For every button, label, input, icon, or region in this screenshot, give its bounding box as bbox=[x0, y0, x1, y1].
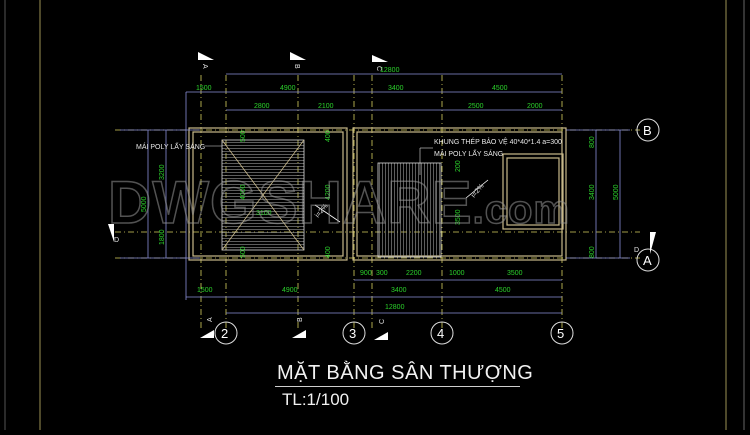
section-mark-A-top: A bbox=[201, 64, 208, 69]
dim-text: 2100 bbox=[318, 103, 334, 110]
dim-text: 300 bbox=[376, 270, 388, 277]
dim-text: 5000 bbox=[613, 184, 620, 200]
grid-bubble-A: A bbox=[636, 248, 660, 272]
dim-text: 4200 bbox=[325, 184, 332, 200]
grid-bubble-5: 5 bbox=[550, 321, 574, 345]
dim-text: 3500 bbox=[455, 209, 462, 225]
section-mark-B-bottom: B bbox=[297, 317, 304, 322]
axis-centerlines bbox=[115, 75, 640, 330]
dim-text: 1800 bbox=[159, 229, 166, 245]
dim-text: 500 bbox=[240, 246, 247, 258]
dim-text: 12800 bbox=[385, 304, 405, 311]
right-roof-note: MÁI POLY LẤY SÁNG bbox=[434, 148, 503, 158]
dim-text: 2200 bbox=[406, 270, 422, 277]
dim-text: 400 bbox=[325, 130, 332, 142]
left-skylight-roof bbox=[221, 139, 305, 251]
dim-text: 800 bbox=[589, 136, 596, 148]
dim-text: 1000 bbox=[449, 270, 465, 277]
svg-text:A: A bbox=[643, 253, 652, 268]
dim-text: 2800 bbox=[254, 103, 270, 110]
dimension-lines bbox=[120, 73, 630, 314]
section-mark-D-right: D bbox=[634, 247, 639, 254]
drawing-scale: TL:1/100 bbox=[282, 390, 350, 409]
section-marks: A B C A B C D D bbox=[108, 52, 656, 340]
steel-frame-note: KHUNG THÉP BẢO VỆ 40*40*1.4 a=300 bbox=[434, 137, 562, 146]
grid-bubble-3: 3 bbox=[342, 321, 366, 345]
dim-text: 400 bbox=[325, 246, 332, 258]
dim-text: 5000 bbox=[141, 196, 148, 212]
svg-text:5: 5 bbox=[557, 326, 564, 341]
dim-text: 3400 bbox=[391, 287, 407, 294]
dimension-texts: 1500 4900 3400 4500 12800 2800 2100 2500… bbox=[141, 67, 620, 311]
grid-bubble-4: 4 bbox=[430, 321, 454, 345]
section-mark-D-left: D bbox=[114, 237, 119, 244]
dim-text: 4000 bbox=[240, 184, 247, 200]
dim-text: 2000 bbox=[527, 103, 543, 110]
section-mark-A-bottom: A bbox=[207, 317, 214, 322]
dim-text: 900 bbox=[360, 270, 372, 277]
dim-text: 1500 bbox=[196, 85, 212, 92]
sheet-border bbox=[4, 0, 745, 430]
dim-text: 200 bbox=[455, 160, 462, 172]
grid-bubbles: 2 3 4 5 B A bbox=[214, 118, 660, 345]
watermark: DWGSHARE.com bbox=[107, 168, 571, 237]
dim-text: 3500 bbox=[507, 270, 523, 277]
dim-text: 800 bbox=[589, 246, 596, 258]
grid-bubble-B: B bbox=[636, 118, 660, 142]
drawing-title: MẶT BẰNG SÂN THƯỢNG bbox=[277, 362, 534, 384]
dim-text: 1500 bbox=[197, 287, 213, 294]
dim-text: 4900 bbox=[280, 85, 296, 92]
section-mark-C-bottom: C bbox=[379, 319, 386, 324]
walls bbox=[188, 127, 567, 261]
svg-text:4: 4 bbox=[437, 326, 444, 341]
grid-bubble-2: 2 bbox=[214, 321, 238, 345]
left-roof-note: MÁI POLY LẤY SÁNG bbox=[136, 141, 205, 151]
dim-text: 3400 bbox=[388, 85, 404, 92]
right-skylight-roof bbox=[377, 162, 442, 258]
dim-text: 4500 bbox=[492, 85, 508, 92]
svg-text:3: 3 bbox=[349, 326, 356, 341]
section-mark-B-top: B bbox=[293, 64, 300, 69]
dim-text: 3400 bbox=[589, 184, 596, 200]
dim-text: 2500 bbox=[468, 103, 484, 110]
dim-text: 4500 bbox=[495, 287, 511, 294]
dim-text: 3200 bbox=[159, 164, 166, 180]
section-mark-C-top: C bbox=[375, 66, 382, 71]
annotations: MÁI POLY LẤY SÁNG KHUNG THÉP BẢO VỆ 40*4… bbox=[136, 137, 562, 175]
svg-text:B: B bbox=[643, 123, 652, 138]
dim-text: 500 bbox=[240, 130, 247, 142]
dim-text: 3100 bbox=[256, 210, 272, 217]
dim-text: 4900 bbox=[282, 287, 298, 294]
title-underline bbox=[275, 386, 520, 387]
svg-text:2: 2 bbox=[221, 326, 228, 341]
dim-text: 12800 bbox=[380, 67, 400, 74]
